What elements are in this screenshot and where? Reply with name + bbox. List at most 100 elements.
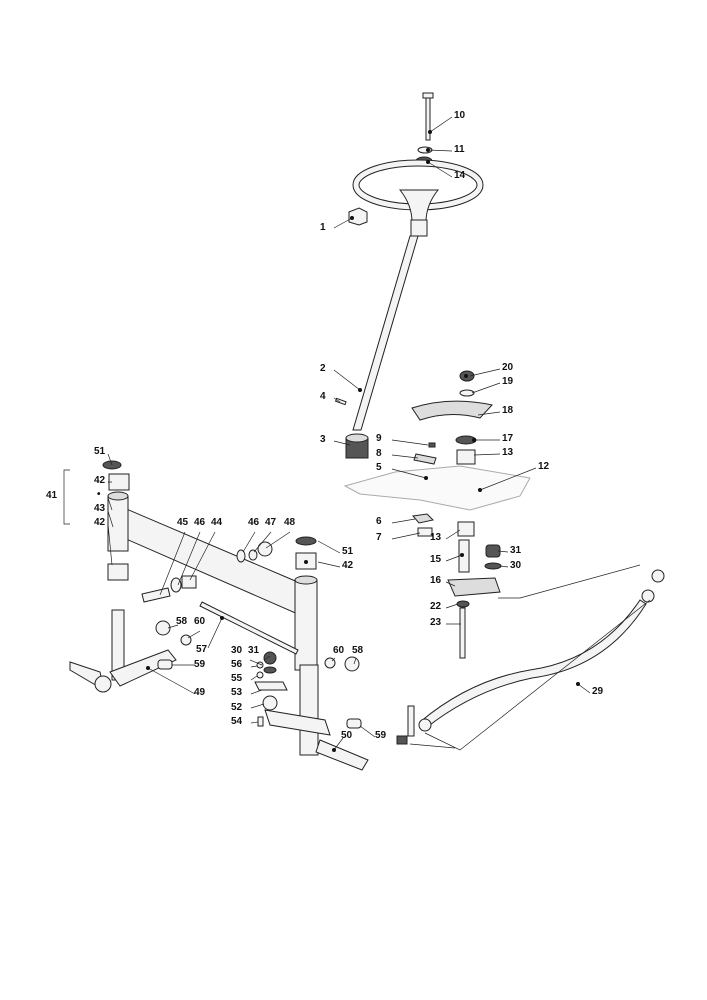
callout-label: 55 [231,673,243,684]
spindle-50 [264,664,369,771]
tie-rod-57 [199,601,299,655]
callout-label: 57 [196,644,208,655]
plate-8 [413,453,437,465]
plate-53 [254,681,288,691]
callout-label: 17 [502,433,514,444]
frame-plate-12 [343,465,531,511]
spindle-49 [69,609,177,693]
callout-label: 4 [320,391,326,402]
pin-4 [334,397,347,406]
callout-label: 8 [376,448,382,459]
bushing-13b [457,521,475,537]
washer-22 [456,600,470,608]
bolt-45 [141,587,171,603]
nut-59b [346,718,362,729]
callout-label: 1 [320,222,326,233]
callout-label: 22 [430,601,442,612]
arm-16 [447,577,501,597]
washer-6 [412,513,435,524]
callout-label: 15 [430,554,442,565]
callout-label: 31 [510,545,522,556]
callout-label: 42 [94,517,106,528]
callout-label: 58 [352,645,364,656]
nut-31 [485,544,501,558]
callout-label: 42 [342,560,354,571]
drag-link-29 [419,599,647,729]
callout-label: 44 [211,517,223,528]
callout-label: 9 [376,433,382,444]
callout-label: 23 [430,617,442,628]
washer-56 [256,661,264,669]
callout-label: 5 [376,462,382,473]
callout-label: 30 [510,560,522,571]
callout-label: 50 [341,730,353,741]
sector-gear-18 [411,400,493,421]
callout-label: 43 [94,503,106,514]
callout-label: 13 [430,532,442,543]
front-axle-41 [107,491,318,671]
callout-label: 29 [592,686,604,697]
washer-47 [248,549,258,561]
bushing-42b [107,563,129,581]
steering-shaft-2 [352,235,419,431]
nut-48 [257,541,273,557]
callout-label: 47 [265,517,277,528]
callout-label: 16 [430,575,442,586]
callout-label: 3 [320,434,326,445]
key-9 [428,442,436,448]
callout-label: 12 [538,461,550,472]
nut-59 [157,659,173,670]
callout-label: 18 [502,405,514,416]
callout-label: 58 [176,616,188,627]
callout-label: 54 [231,716,243,727]
callout-label: 31 [248,645,260,656]
callout-label: 48 [284,517,296,528]
callout-label: 45 [177,517,189,528]
callout-label: 42 [94,475,106,486]
callout-label: 13 [502,447,514,458]
ball-joint-bolt [407,705,415,737]
cap-1 [348,207,368,226]
steering-wheel [352,159,484,237]
nut-60 [180,634,192,646]
bolt-10 [422,92,434,141]
callout-label: 52 [231,702,243,713]
ball-joint-58b [344,656,360,672]
spacer-44 [181,575,197,589]
callout-label: 59 [375,730,387,741]
callout-label: 51 [342,546,354,557]
callout-label: 2 [320,363,326,374]
screw-54 [257,716,264,727]
callout-label: 14 [454,170,466,181]
washer-46b [236,549,246,563]
callout-label: 19 [502,376,514,387]
callout-label: 49 [194,687,206,698]
callout-label: 46 [248,517,260,528]
callout-label: • [97,489,101,500]
washer-30b [263,666,277,674]
callout-label: 60 [333,645,345,656]
ball-joint-58 [155,620,171,636]
ball-52 [262,695,278,711]
bolt-23 [459,607,466,659]
nut-31b [263,651,277,665]
callout-label: 20 [502,362,514,373]
clip-51b [295,536,317,546]
callout-label: 11 [454,144,465,155]
callout-label: 56 [231,659,243,670]
callout-label: 60 [194,616,206,627]
callout-label: 51 [94,446,106,457]
callout-label: 46 [194,517,206,528]
callout-label: 6 [376,516,382,527]
bushing-13 [456,449,476,465]
washer-30 [484,562,502,570]
callout-label: 30 [231,645,243,656]
callout-label: 59 [194,659,206,670]
callout-label: 10 [454,110,466,121]
callout-label: 53 [231,687,243,698]
callout-label: 41 [46,490,58,501]
washer-19 [459,389,475,397]
washer-55 [256,671,264,679]
